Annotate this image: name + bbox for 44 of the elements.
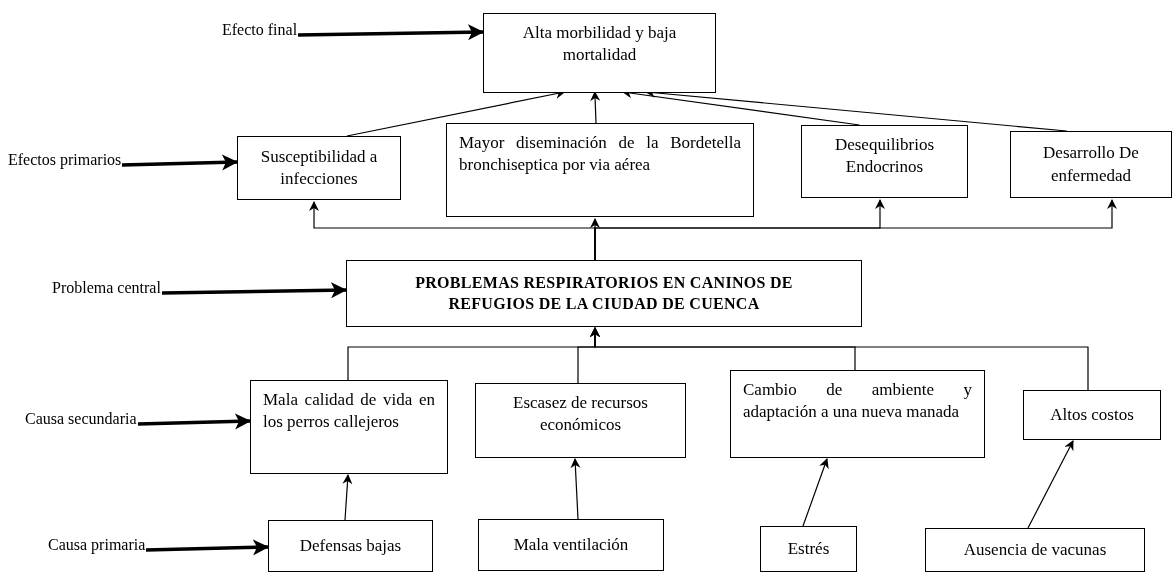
text-box <box>760 526 857 572</box>
text-box <box>250 380 448 474</box>
pointer-arrow <box>161 282 347 299</box>
box-text: Mayor diseminación de la Bordetella bronchiseptica por via aérea <box>459 132 741 177</box>
box-text: Alta morbilidad y baja mortalidad <box>521 22 678 67</box>
connector-arrow <box>1027 440 1074 529</box>
pointer-arrow <box>145 539 269 556</box>
text-box <box>446 123 754 217</box>
text-box <box>268 520 433 572</box>
box-text: Desequilibrios Endocrinos <box>833 134 936 179</box>
box-text: Defensas bajas <box>299 534 402 557</box>
connector-arrow <box>802 458 829 527</box>
text-box <box>475 383 686 458</box>
box-text: Cambio de ambiente y adaptación a una nueva manada <box>743 379 972 424</box>
text-box <box>483 13 716 93</box>
box-text: Mala ventilación <box>513 533 629 556</box>
pointer-arrow <box>121 154 238 171</box>
connector-arrow <box>594 199 1117 261</box>
pointer-arrow <box>137 413 251 430</box>
text-box <box>801 125 968 198</box>
row-label: Causa secundaria <box>25 409 137 431</box>
text-box <box>237 136 401 200</box>
box-text: PROBLEMAS RESPIRATORIOS EN CANINOS DE REFUGIOS DE LA CIUDAD DE CUENCA <box>414 272 794 314</box>
text-box <box>925 528 1145 572</box>
row-label: Causa primaria <box>48 535 146 557</box>
row-label: Problema central <box>52 278 161 300</box>
box-text: Estrés <box>787 537 830 560</box>
box-text: Susceptibilidad a infecciones <box>259 145 379 190</box>
box-text: Altos costos <box>1050 403 1134 426</box>
text-box <box>1023 390 1161 440</box>
row-label: Efecto final <box>222 20 298 42</box>
text-box <box>1010 131 1172 198</box>
text-box <box>730 370 985 458</box>
box-text: Ausencia de vacunas <box>963 538 1107 561</box>
box-text: Escasez de recursos económicos <box>512 392 649 437</box>
connector-arrow <box>342 474 353 521</box>
box-text: Mala calidad de vida en los perros callejeros <box>263 389 435 434</box>
connector-arrow <box>570 458 581 520</box>
row-label: Efectos primarios <box>8 150 122 172</box>
pointer-arrow <box>297 24 484 41</box>
text-box <box>478 519 664 571</box>
connector-arrow <box>590 91 601 124</box>
text-box <box>346 260 862 327</box>
box-text: Desarrollo De enfermedad <box>1042 142 1140 187</box>
